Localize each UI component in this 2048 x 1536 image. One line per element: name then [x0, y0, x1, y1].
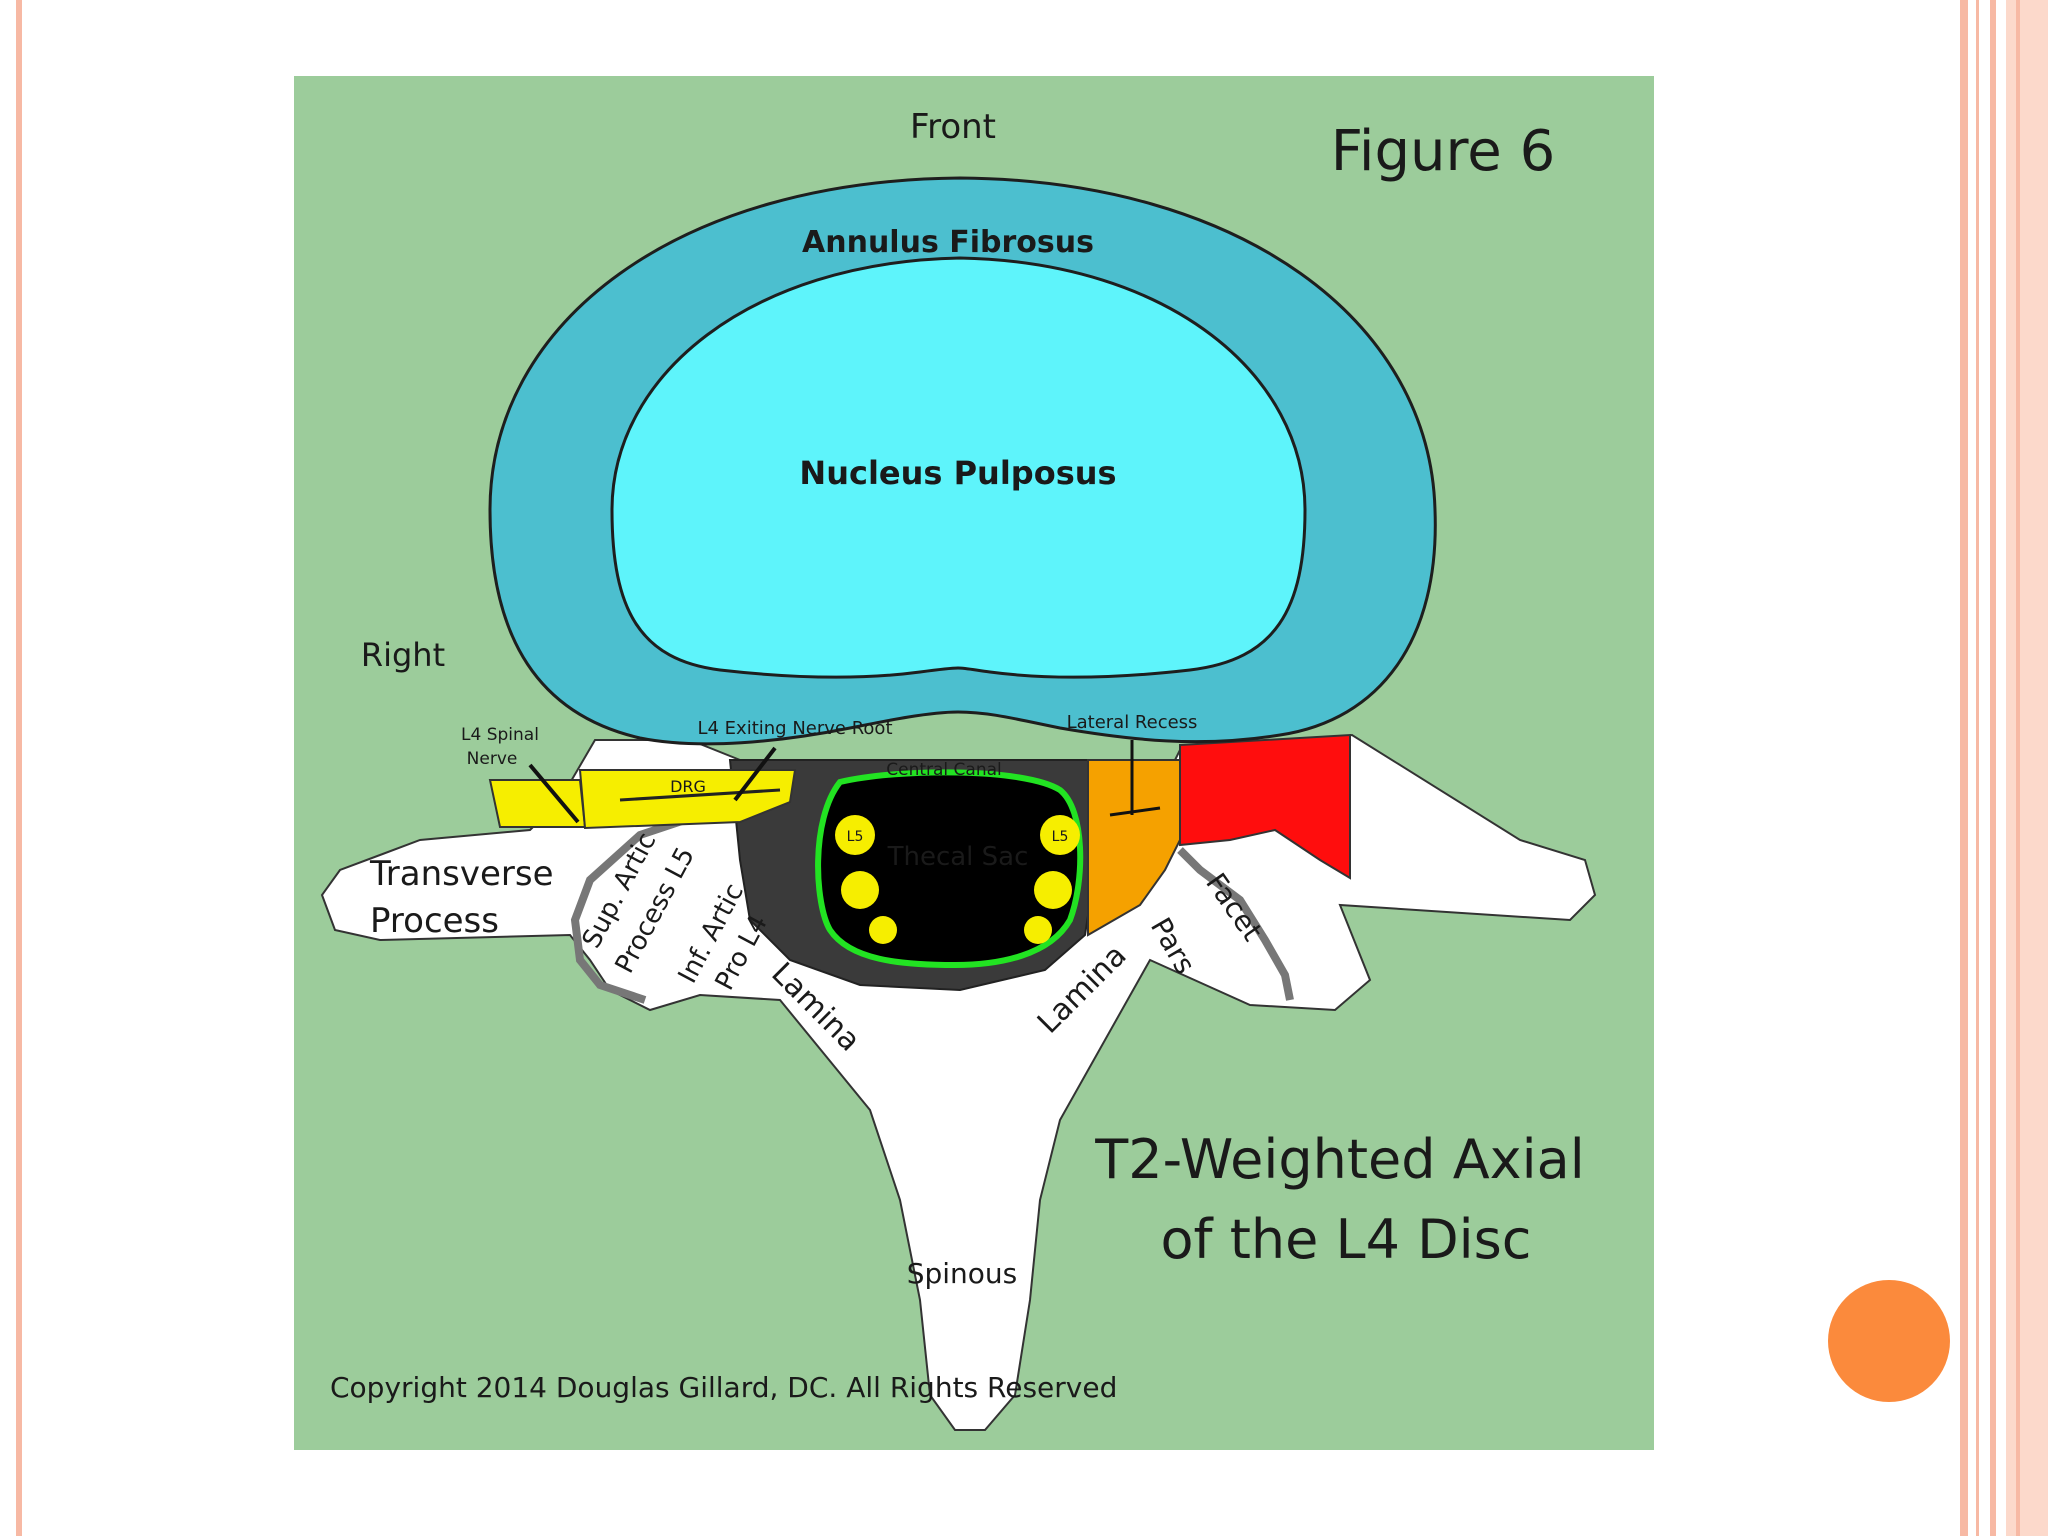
copyright-notice: Copyright 2014 Douglas Gillard, DC. All …: [330, 1371, 1117, 1404]
label-transverse-process: Process: [370, 901, 499, 941]
red-region: [1179, 733, 1351, 880]
slide-border-right-line: [2016, 0, 2020, 1536]
facet-joint-left: [570, 811, 702, 1004]
l4-spinal-nerve: [488, 779, 587, 828]
label-nucleus-pulposus: Nucleus Pulposus: [799, 454, 1116, 492]
nerve-root-dot: [841, 871, 879, 909]
label-spinous: Spinous: [907, 1257, 1018, 1290]
figure-number: Figure 6: [1331, 119, 1555, 184]
l4-exiting-root-pointer: [733, 746, 777, 802]
drg-line: [619, 788, 781, 802]
nucleus-pulposus: [610, 256, 1307, 679]
lateral-recess-pointer: [1109, 740, 1161, 817]
label-l4-spinal-nerve: L4 Spinal: [461, 725, 539, 745]
label-annulus-fibrosus: Annulus Fibrosus: [802, 225, 1094, 260]
nerve-root-dot: [835, 815, 875, 855]
nerve-root-dot: [1034, 871, 1072, 909]
figure-title-line2: of the L4 Disc: [1160, 1208, 1531, 1271]
slide-border-right-line: [1960, 0, 1968, 1536]
label-front: Front: [910, 107, 996, 147]
slide-border-right-line: [1976, 0, 1979, 1536]
nerve-root-dot: [1040, 815, 1080, 855]
label-l5-left: L5: [847, 829, 864, 845]
figure-title-line1: T2-Weighted Axial: [1094, 1128, 1584, 1191]
label-l4-exiting-nerve-root: L4 Exiting Nerve Root: [697, 718, 892, 739]
label-l5-right: L5: [1052, 829, 1069, 845]
label-transverse-process: Transverse: [369, 854, 554, 894]
label-lateral-recess: Lateral Recess: [1067, 712, 1198, 733]
nerve-root-dot: [869, 916, 897, 944]
label-thecal-sac: Thecal Sac: [887, 842, 1029, 872]
nerve-root-dot: [1024, 916, 1052, 944]
label-l4-spinal-nerve: Nerve: [467, 749, 518, 769]
label-central-canal: Central Canal: [886, 760, 1002, 780]
l4-spinal-nerve-pointer: [528, 763, 580, 824]
slide-border-right-fill: [2006, 0, 2048, 1536]
slide-border-right-line: [1990, 0, 1996, 1536]
slide-accent-circle: [1828, 1280, 1950, 1402]
label-drg: DRG: [670, 777, 706, 796]
facet-joint-right: [1177, 847, 1294, 1001]
label-right: Right: [361, 636, 445, 674]
slide-border-left: [16, 0, 22, 1536]
